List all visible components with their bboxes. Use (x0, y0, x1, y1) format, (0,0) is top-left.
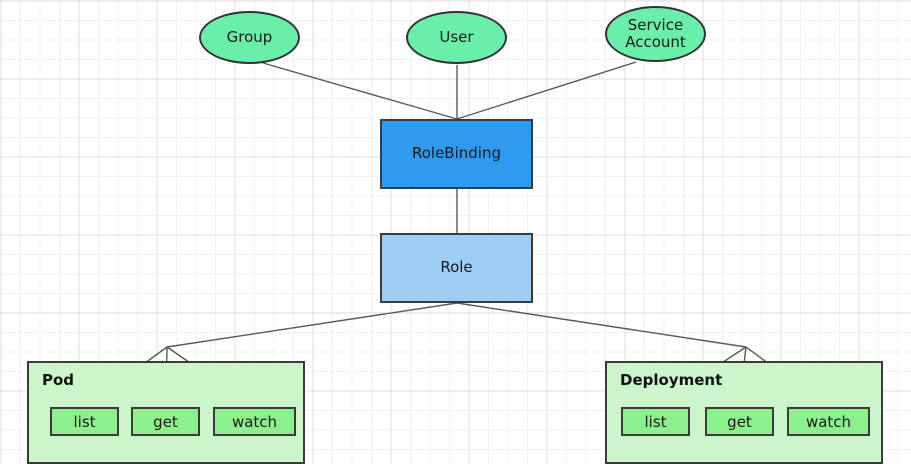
verb-deployment-get-label: get (727, 412, 752, 431)
node-group-label: Group (226, 27, 273, 46)
verb-deployment-watch[interactable]: watch (787, 407, 870, 436)
verb-pod-list[interactable]: list (50, 407, 119, 436)
verb-deployment-watch-label: watch (805, 412, 852, 431)
edge-role-to-deployment-junction (456, 302, 747, 348)
node-group[interactable]: Group (199, 11, 300, 64)
edge-role-to-pod-junction (166, 302, 458, 348)
verb-pod-watch-label: watch (231, 412, 278, 431)
node-user-label: User (439, 27, 474, 46)
verb-pod-list-label: list (73, 412, 96, 431)
verb-pod-get[interactable]: get (131, 407, 200, 436)
node-rolebinding-label: RoleBinding (411, 144, 501, 163)
group-pod-title: Pod (42, 371, 75, 389)
node-service-account-label: Service Account (625, 15, 686, 52)
node-user[interactable]: User (406, 11, 507, 64)
verb-deployment-list-label: list (644, 412, 667, 431)
edge-group-to-rolebinding (262, 62, 458, 120)
node-service-account-label-line1: Service (627, 15, 684, 34)
group-deployment-title: Deployment (620, 371, 723, 389)
node-rolebinding[interactable]: RoleBinding (380, 119, 533, 189)
verb-deployment-list[interactable]: list (621, 407, 690, 436)
edge-serviceaccount-to-rolebinding (456, 61, 637, 120)
node-service-account[interactable]: Service Account (605, 6, 706, 62)
verb-pod-get-label: get (153, 412, 178, 431)
node-role-label: Role (440, 258, 473, 277)
node-role[interactable]: Role (380, 233, 533, 303)
verb-pod-watch[interactable]: watch (213, 407, 296, 436)
node-service-account-label-line2: Account (625, 33, 686, 51)
verb-deployment-get[interactable]: get (705, 407, 774, 436)
